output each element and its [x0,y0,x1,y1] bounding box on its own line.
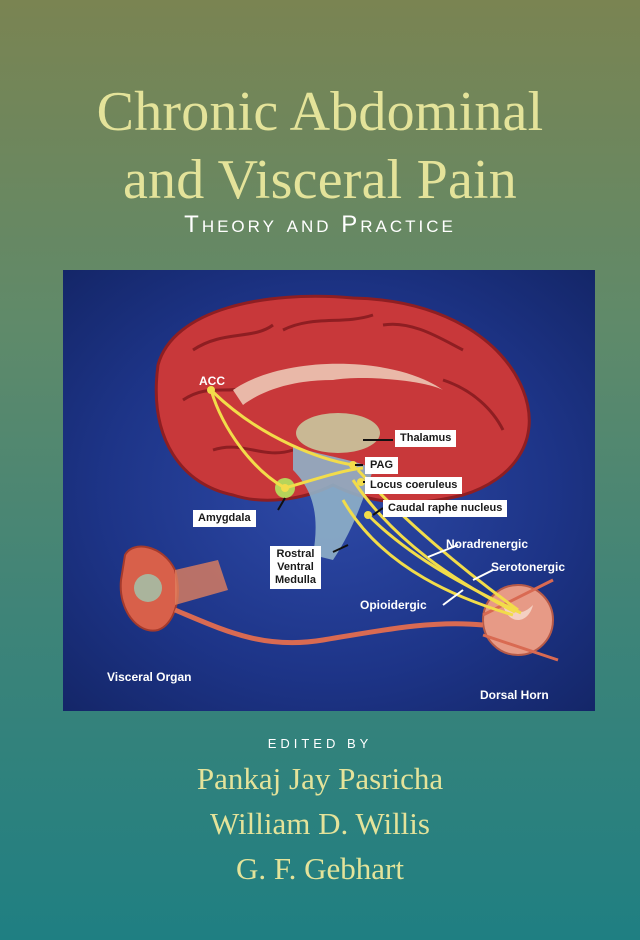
label-serotonergic: Serotonergic [491,560,566,574]
label-noradrenergic: Noradrenergic [446,537,529,551]
edited-by-label: EDITED BY [267,736,373,751]
label-visceral-organ: Visceral Organ [107,670,192,684]
editor-name: Pankaj Jay Pasricha [196,761,444,796]
brainstem [293,445,373,560]
thalamus-shape [296,413,380,453]
editor-name: G. F. Gebhart [236,851,404,886]
editor-name: William D. Willis [210,806,430,841]
cover-illustration: ACC Thalamus PAG Locus coeruleus Caudal … [63,270,595,711]
label-locus-coeruleus: Locus coeruleus [365,477,463,494]
corpus-callosum [233,363,443,405]
label-pag: PAG [365,457,399,474]
book-title-line-2: and Visceral Pain [122,149,517,211]
book-title-line-1: Chronic Abdominal [96,81,544,143]
brain-cortex [154,294,531,504]
label-dorsal-horn: Dorsal Horn [480,688,549,702]
brain-gyri [182,313,505,455]
label-opioidergic: Opioidergic [360,598,427,612]
label-rostral-ventral-medulla: Rostral Ventral Medulla [270,546,321,589]
label-thalamus: Thalamus [395,430,457,447]
brain-pathway-diagram [119,294,559,662]
afferent-nerve [174,607,484,646]
book-subtitle: Theory and Practice [184,211,456,238]
label-acc: ACC [199,374,225,388]
label-amygdala: Amygdala [193,510,256,527]
label-caudal-raphe: Caudal raphe nucleus [383,500,508,517]
